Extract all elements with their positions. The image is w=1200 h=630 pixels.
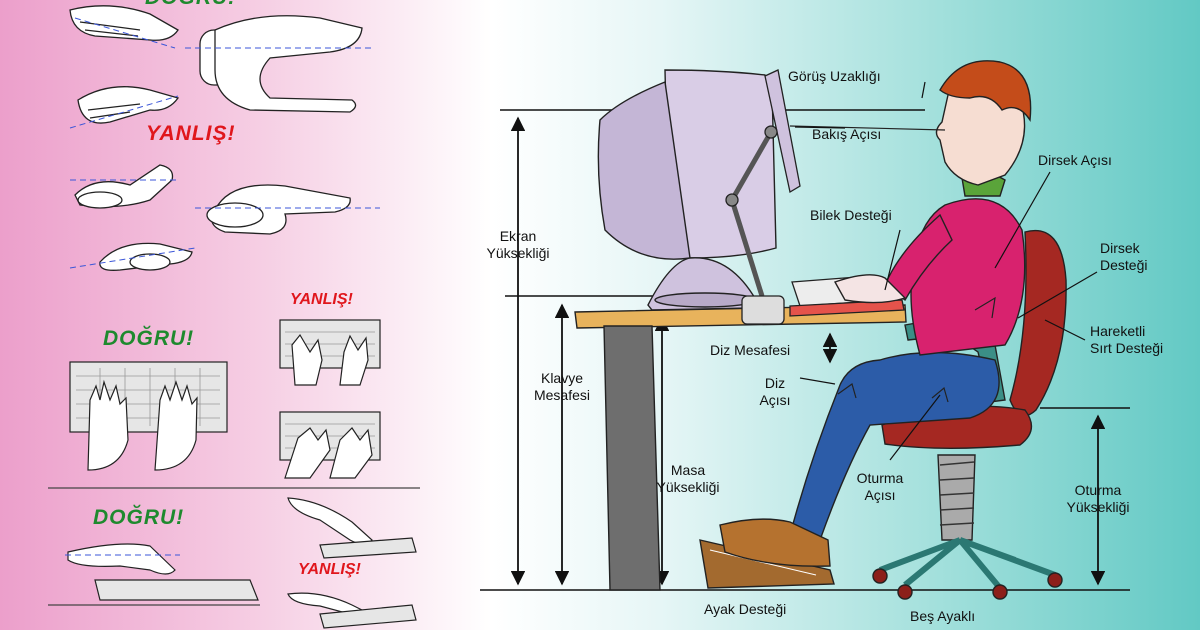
- verdict-right-side: DOĞRU!: [93, 506, 185, 529]
- label-elbow-angle: Dirsek Açısı: [1038, 152, 1112, 168]
- verdict-wrong-side: YANLIŞ!: [298, 561, 361, 578]
- label-keyboard-height: Klavye Mesafesi: [533, 370, 591, 403]
- verdict-right-keyboard: DOĞRU!: [103, 327, 195, 350]
- keyboard-wrong-drawings: [279, 319, 381, 479]
- side-hands-drawings: [48, 497, 417, 629]
- label-leader-lines: [794, 81, 1098, 461]
- label-table-height: Masa Yüksekliği: [656, 462, 720, 495]
- keyboard-right-drawing: [69, 361, 228, 471]
- dimension-arrows: [510, 116, 1106, 586]
- label-gaze-angle: Bakış Açısı: [812, 126, 882, 142]
- label-movable-backrest: Hareketli Sırt Desteği: [1090, 323, 1164, 356]
- label-seat-angle: Oturma Açısı: [856, 470, 904, 503]
- monitor: [597, 69, 777, 311]
- label-seat-height: Oturma Yüksekliği: [1066, 482, 1130, 515]
- label-wrist-rest: Bilek Desteği: [810, 207, 892, 223]
- label-footrest: Ayak Desteği: [704, 601, 787, 617]
- label-viewing-distance: Görüş Uzaklığı: [788, 68, 881, 84]
- label-knee-clearance: Diz Mesafesi: [710, 342, 791, 358]
- top-hands-correct: [69, 5, 375, 129]
- label-five-legged-base: Beş Ayaklı: [910, 608, 976, 624]
- verdict-wrong-hand: YANLIŞ!: [146, 122, 236, 145]
- angle-markers: [789, 125, 996, 403]
- hand-mouse-wrong-drawings: [69, 164, 380, 271]
- verdict-wrong-keyboard: YANLIŞ!: [290, 291, 353, 308]
- document-holder-arm: [725, 69, 801, 325]
- header-correct-partial: DOĞRU!: [145, 0, 236, 10]
- label-knee-angle: Diz Açısı: [759, 375, 791, 408]
- label-screen-height: Ekran Yüksekliği: [486, 228, 550, 261]
- label-elbow-rest: Dirsek Desteği: [1100, 240, 1148, 273]
